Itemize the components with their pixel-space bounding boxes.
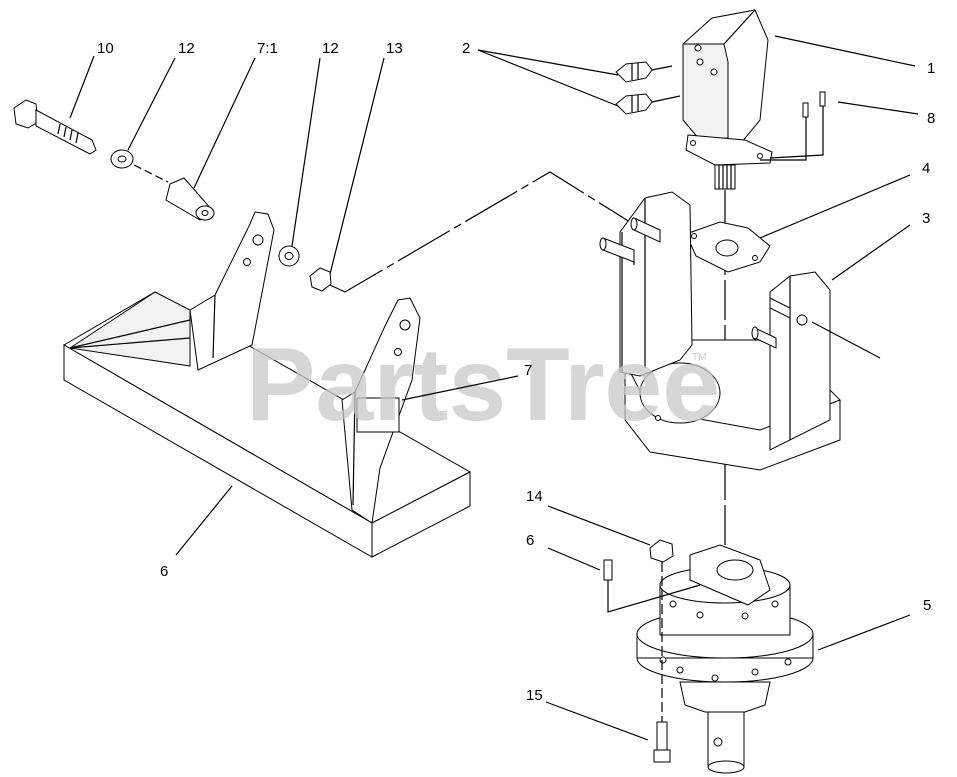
callout-8: 7:1 — [257, 40, 278, 57]
callout-7: 6 — [160, 563, 168, 580]
assembly-line-nut-to-mount — [329, 171, 631, 293]
callout-15: 15 — [526, 687, 543, 704]
part-13-nut — [309, 267, 332, 292]
part-5-gearbox — [636, 544, 814, 774]
part-1-motor — [682, 9, 773, 190]
callout-4: 4 — [922, 160, 930, 177]
part-8-spacer — [165, 177, 215, 221]
leader-lines — [69, 35, 919, 741]
part-2-fitting-lower — [615, 93, 681, 115]
part-10-screws — [760, 91, 826, 161]
part-11-bolt — [13, 99, 97, 155]
callout-3: 3 — [922, 210, 930, 227]
watermark-trademark: TM — [692, 352, 706, 363]
part-15-bolt — [653, 721, 671, 763]
callout-12-left: 12 — [178, 40, 195, 57]
decal-7-1 — [356, 397, 400, 433]
callout-2: 2 — [462, 40, 470, 57]
callout-6: 6 — [526, 532, 534, 549]
part-2-fitting-upper — [615, 61, 673, 83]
part-14-nut — [649, 539, 674, 725]
callout-14: 14 — [526, 488, 543, 505]
part-4-gasket — [685, 221, 771, 273]
callout-11: 10 — [97, 40, 114, 57]
callout-7-1: 7 — [524, 362, 532, 379]
part-12-washer-right — [278, 245, 300, 267]
part-7-base-frame — [63, 211, 472, 558]
axis-line-bolt — [133, 164, 169, 183]
callout-10: 8 — [927, 110, 935, 127]
callout-1: 1 — [927, 60, 935, 77]
watermark-text: PartsTree — [246, 327, 720, 443]
part-6-stud — [603, 559, 701, 613]
callout-12-right: 12 — [322, 40, 339, 57]
callout-13: 13 — [386, 40, 403, 57]
part-12-washer-left — [110, 149, 134, 169]
part-3-motor-mount — [599, 191, 881, 471]
callout-5: 5 — [923, 597, 931, 614]
